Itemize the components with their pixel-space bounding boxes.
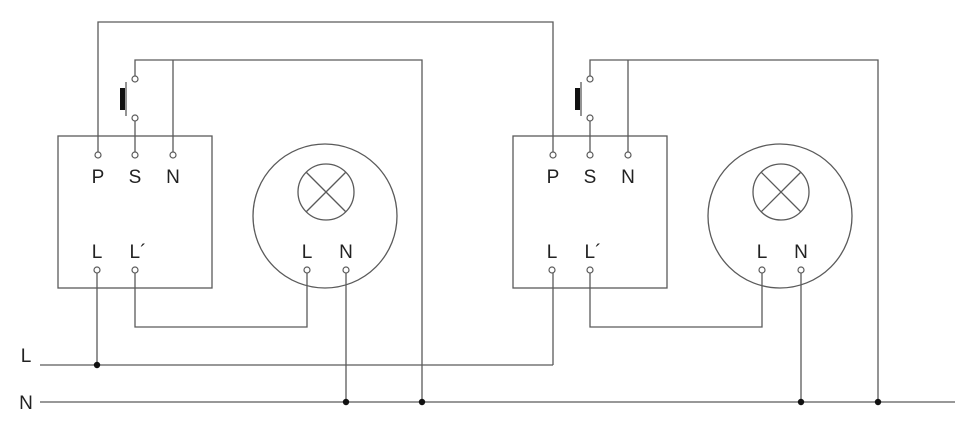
lamp-housing (707, 143, 853, 289)
terminal (94, 151, 102, 159)
terminal (303, 266, 311, 274)
p-link-wire (97, 21, 554, 155)
terminal (169, 151, 177, 159)
terminal-label: N (166, 167, 180, 188)
terminal (586, 266, 594, 274)
switched-wire (134, 270, 308, 328)
terminal (797, 266, 805, 274)
terminal-label: L (92, 242, 103, 263)
neutral-feed-wire (134, 59, 423, 402)
lamp-icon (297, 163, 355, 221)
terminal (586, 75, 594, 83)
module-1: P S N L L´ L N (57, 59, 426, 406)
terminal (548, 266, 556, 274)
terminal-label: S (584, 167, 597, 188)
junction-dot (874, 398, 882, 406)
terminal (131, 266, 139, 274)
terminal-label: L´ (130, 242, 147, 263)
terminal (586, 114, 594, 122)
controller-box (57, 135, 213, 289)
terminal (549, 151, 557, 159)
controller-box (512, 135, 668, 289)
terminal-label: L (547, 242, 558, 263)
pushbutton-icon (120, 88, 125, 110)
terminal (758, 266, 766, 274)
neutral-feed-wire (589, 59, 879, 402)
terminal (586, 151, 594, 159)
lamp-housing (252, 143, 398, 289)
terminal (131, 75, 139, 83)
junction-dot (93, 361, 101, 369)
terminal (93, 266, 101, 274)
terminal-label: L (302, 242, 313, 263)
bus-label-line: L (21, 346, 32, 367)
terminal (131, 151, 139, 159)
bus-label-neutral: N (19, 393, 33, 414)
pushbutton-icon (575, 88, 580, 110)
terminal (131, 114, 139, 122)
terminal-label: L´ (585, 242, 602, 263)
junction-dot (797, 398, 805, 406)
module-2: P S N L L´ L N (512, 59, 882, 406)
junction-dot (418, 398, 426, 406)
lamp-icon (752, 163, 810, 221)
terminal-label: P (92, 167, 105, 188)
terminal-label: N (621, 167, 635, 188)
switched-wire (589, 270, 763, 328)
terminal-label: N (794, 242, 808, 263)
terminal (342, 266, 350, 274)
terminal-label: P (547, 167, 560, 188)
terminal (624, 151, 632, 159)
terminal-label: L (757, 242, 768, 263)
terminal-label: S (129, 167, 142, 188)
junction-dot (342, 398, 350, 406)
terminal-label: N (339, 242, 353, 263)
